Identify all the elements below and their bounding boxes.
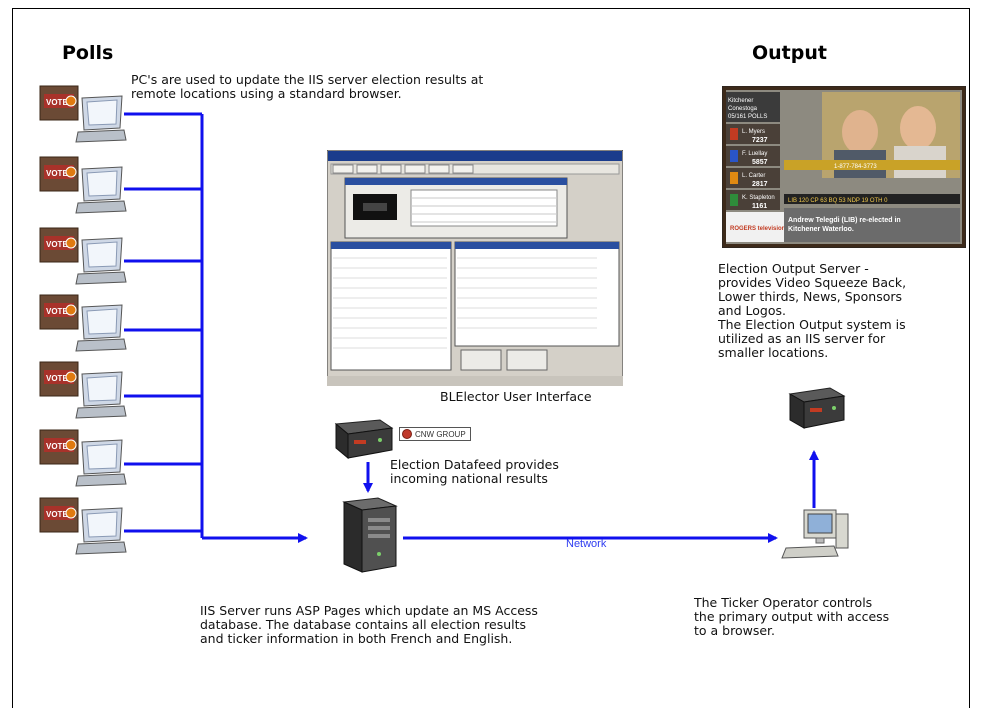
vote-text: VOTE — [46, 307, 68, 316]
vote-text: VOTE — [46, 510, 68, 519]
vote-text: VOTE — [46, 374, 68, 383]
vote-text: VOTE — [46, 240, 68, 249]
tv-brand: ROGERS television — [730, 226, 786, 232]
laptop-vote-icon: VOTE — [39, 497, 127, 555]
vote-text: VOTE — [46, 169, 68, 178]
tv-header-2: Conestoga — [728, 106, 758, 112]
tv-cand-1-votes: 7237 — [752, 137, 768, 144]
laptop-vote-icon: VOTE — [39, 85, 127, 143]
laptop-vote-icon: VOTE — [39, 156, 127, 214]
tv-phone: 1-877-784-3773 — [834, 164, 877, 170]
tower-server-icon — [342, 497, 398, 573]
laptop-vote-icon: VOTE — [39, 429, 127, 487]
tv-cand-4-name: K. Stapleton — [742, 195, 775, 201]
cnw-logo-icon — [402, 429, 412, 439]
workstation-icon — [781, 509, 849, 559]
tv-cand-2-votes: 5857 — [752, 159, 768, 166]
polls-caption: PC's are used to update the IIS server e… — [131, 72, 484, 101]
app-window-icon — [327, 150, 623, 386]
ui-caption: BLElector User Interface — [440, 389, 592, 404]
tv-ticker-row: LIB 120 CP 63 BQ 53 NDP 19 OTH 0 — [788, 198, 888, 204]
tv-cand-3-votes: 2817 — [752, 181, 768, 188]
vote-text: VOTE — [46, 98, 68, 107]
tv-screen-icon: Kitchener Conestoga 05/161 POLLS L. Myer… — [722, 86, 966, 248]
tv-cand-2-name: F. Luellay — [742, 151, 767, 157]
ticker-caption: The Ticker Operator controls the primary… — [694, 595, 890, 638]
iis-caption: IIS Server runs ASP Pages which update a… — [200, 603, 538, 646]
output-heading: Output — [752, 42, 827, 64]
laptop-vote-icon: VOTE — [39, 361, 127, 419]
server-box-icon — [334, 419, 394, 460]
laptop-vote-icon: VOTE — [39, 294, 127, 352]
polls-heading: Polls — [62, 42, 114, 64]
tv-header-3: 05/161 POLLS — [728, 114, 767, 120]
tv-cand-1-name: L. Myers — [742, 129, 765, 135]
laptop-vote-icon: VOTE — [39, 227, 127, 285]
datafeed-caption: Election Datafeed provides incoming nati… — [390, 457, 559, 486]
vote-text: VOTE — [46, 442, 68, 451]
network-label: Network — [566, 538, 607, 550]
cnw-badge-label: CNW GROUP — [415, 429, 466, 439]
tv-cand-3-name: L. Carter — [742, 173, 765, 179]
tv-cand-4-votes: 1161 — [752, 203, 767, 210]
server-box-icon — [788, 387, 846, 429]
tv-header-1: Kitchener — [728, 98, 753, 104]
output-server-caption: Election Output Server - provides Video … — [718, 261, 907, 360]
diagram-frame — [12, 8, 970, 708]
cnw-group-badge: CNW GROUP — [399, 427, 471, 441]
